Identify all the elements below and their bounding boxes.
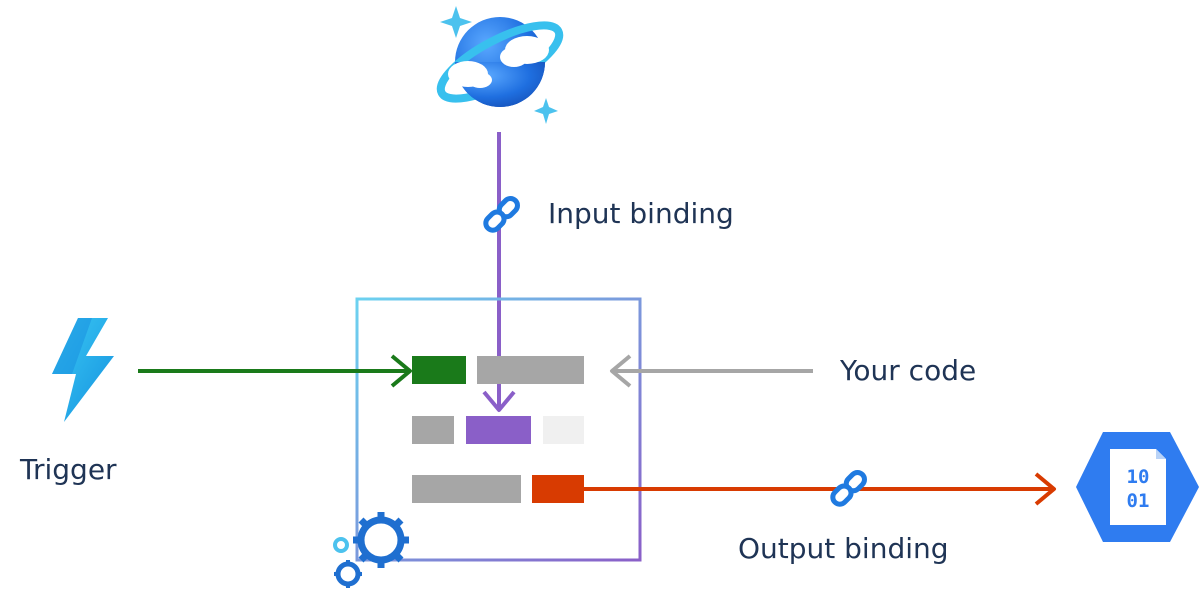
code-line-block <box>412 475 521 503</box>
gears-icon <box>333 512 409 588</box>
trigger-arrow <box>138 354 412 388</box>
blob-storage-binary-icon: 10 01 <box>1076 432 1199 542</box>
chain-link-icon <box>830 470 867 507</box>
input-binding-label: Input binding <box>548 197 734 230</box>
code-arrow <box>610 354 813 388</box>
output-arrow <box>584 472 1056 506</box>
input-code-block <box>466 416 531 444</box>
your-code-label: Your code <box>839 354 976 387</box>
code-line-block <box>412 416 454 444</box>
code-line-block <box>543 416 584 444</box>
lightning-bolt-icon <box>52 318 114 422</box>
code-line-block <box>477 356 584 384</box>
binary-line-1: 10 <box>1127 466 1150 488</box>
output-binding-label: Output binding <box>738 532 949 565</box>
cosmos-db-planet-icon <box>436 6 564 124</box>
trigger-label: Trigger <box>19 453 117 486</box>
chain-link-icon <box>483 196 520 233</box>
trigger-code-block <box>412 356 466 384</box>
output-code-block <box>532 475 584 503</box>
code-frame <box>355 297 642 562</box>
binary-line-2: 01 <box>1127 490 1150 512</box>
